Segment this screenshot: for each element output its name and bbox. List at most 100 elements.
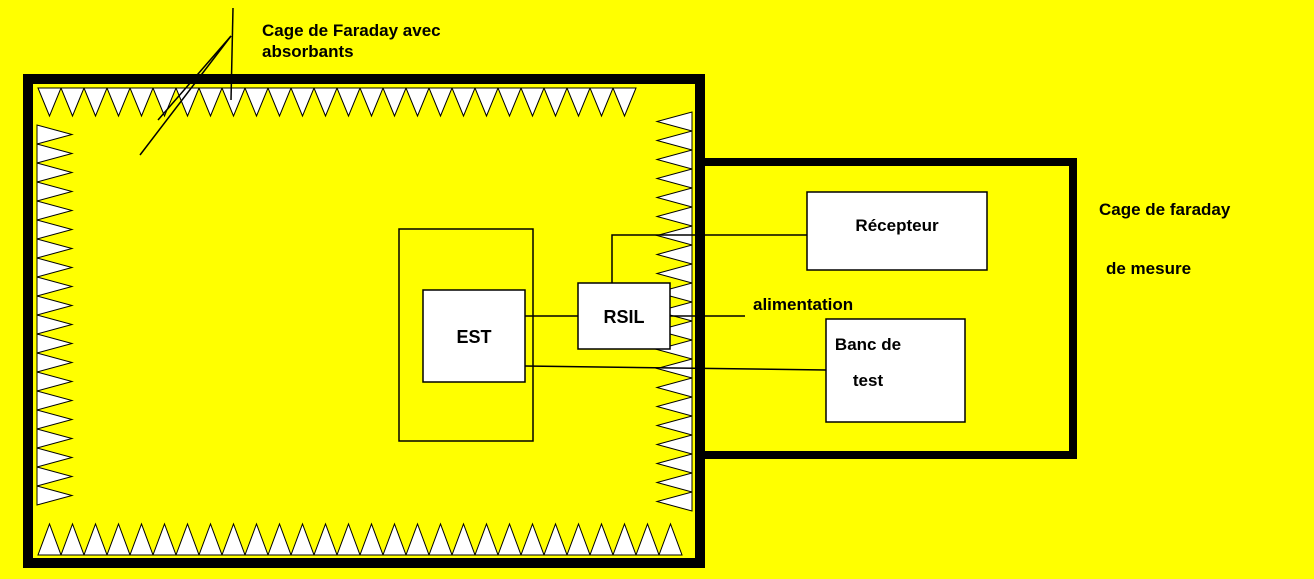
absorber-triangle [405, 87, 430, 118]
absorber-triangle [36, 219, 74, 240]
test-table-box [398, 228, 534, 442]
absorber-triangle [566, 87, 591, 118]
anechoic-cage-frame [23, 74, 705, 568]
absorber-triangle [655, 111, 693, 132]
absorber-triangle [36, 333, 74, 354]
absorber-triangle [244, 522, 269, 556]
absorber-triangle [36, 238, 74, 259]
absorber-triangle [655, 396, 693, 417]
absorber-triangle [655, 282, 693, 303]
banc-de-test-box [825, 318, 966, 423]
absorber-triangle [336, 522, 361, 556]
absorber-triangle [428, 87, 453, 118]
absorber-triangle [655, 453, 693, 474]
measure-cage-line1: Cage de faraday [1099, 200, 1231, 219]
absorber-triangle [474, 522, 499, 556]
absorber-triangle [36, 143, 74, 164]
absorber-triangle [497, 522, 522, 556]
absorber-triangle [336, 87, 361, 118]
absorber-triangle [566, 522, 591, 556]
absorber-triangles [36, 87, 693, 556]
pointer-line-2 [157, 35, 232, 121]
absorber-triangle [635, 522, 660, 556]
absorber-triangle [655, 130, 693, 151]
absorber-triangle [655, 263, 693, 284]
est-banc-line [524, 365, 827, 371]
absorber-triangle [290, 87, 315, 118]
absorber-triangle [36, 447, 74, 468]
absorber-triangle [474, 87, 499, 118]
absorber-triangle [221, 87, 246, 118]
absorber-triangle [520, 522, 545, 556]
absorber-triangle [655, 415, 693, 436]
absorber-triangle [36, 390, 74, 411]
absorber-triangle [244, 87, 269, 118]
alimentation-label: alimentation [753, 295, 853, 314]
absorber-triangle [655, 339, 693, 360]
absorber-triangle [543, 522, 568, 556]
anechoic-title-line1: Cage de Faraday avec [262, 21, 441, 40]
absorber-triangle [37, 87, 62, 118]
measure-cage-frame [702, 158, 1077, 459]
absorber-triangle [359, 522, 384, 556]
absorber-triangle [589, 522, 614, 556]
absorber-triangle [655, 377, 693, 398]
absorber-triangle [655, 491, 693, 512]
absorber-triangle [655, 434, 693, 455]
absorber-triangle [655, 472, 693, 493]
absorber-triangle [198, 87, 223, 118]
absorber-triangle [290, 522, 315, 556]
absorber-triangle [655, 244, 693, 265]
absorber-triangle [83, 522, 108, 556]
rsil-label: RSIL [603, 307, 644, 327]
absorber-triangle [36, 181, 74, 202]
absorber-triangle [175, 522, 200, 556]
pointer-line-1 [230, 7, 234, 101]
anechoic-title-line2: absorbants [262, 42, 354, 61]
absorber-triangle [36, 257, 74, 278]
absorber-triangle [382, 522, 407, 556]
absorber-triangle [36, 200, 74, 221]
pointer-line-3 [139, 35, 232, 156]
absorber-triangle [36, 124, 74, 145]
rsil-recepteur-line [611, 234, 807, 283]
absorber-triangle [451, 87, 476, 118]
absorber-triangle [106, 87, 131, 118]
absorber-triangle [36, 409, 74, 430]
absorber-triangle [36, 314, 74, 335]
absorber-triangle [36, 371, 74, 392]
absorber-triangle [655, 149, 693, 170]
absorber-triangle [655, 320, 693, 341]
absorber-triangle [589, 87, 614, 118]
recepteur-box [806, 191, 988, 271]
absorber-triangle [175, 87, 200, 118]
absorber-triangle [359, 87, 384, 118]
est-label: EST [456, 327, 491, 347]
absorber-triangle [382, 87, 407, 118]
absorber-triangle [497, 87, 522, 118]
absorber-triangle [129, 522, 154, 556]
measure-cage-line2: de mesure [1106, 259, 1191, 278]
banc-label-line2: test [853, 371, 884, 390]
absorber-triangle [106, 522, 131, 556]
absorber-triangle [612, 522, 637, 556]
absorber-triangle [655, 187, 693, 208]
absorber-triangle [152, 522, 177, 556]
absorber-triangle [543, 87, 568, 118]
absorber-triangle [267, 87, 292, 118]
absorber-triangle [655, 168, 693, 189]
absorber-triangle [658, 522, 683, 556]
absorber-triangle [313, 87, 338, 118]
absorber-triangle [60, 522, 85, 556]
absorber-triangle [313, 522, 338, 556]
absorber-triangle [152, 87, 177, 118]
absorber-triangle [451, 522, 476, 556]
absorber-triangle [36, 485, 74, 506]
absorber-triangle [655, 206, 693, 227]
banc-label-line1: Banc de [835, 335, 901, 354]
absorber-triangle [36, 352, 74, 373]
absorber-triangle [612, 87, 637, 118]
absorber-triangle [428, 522, 453, 556]
